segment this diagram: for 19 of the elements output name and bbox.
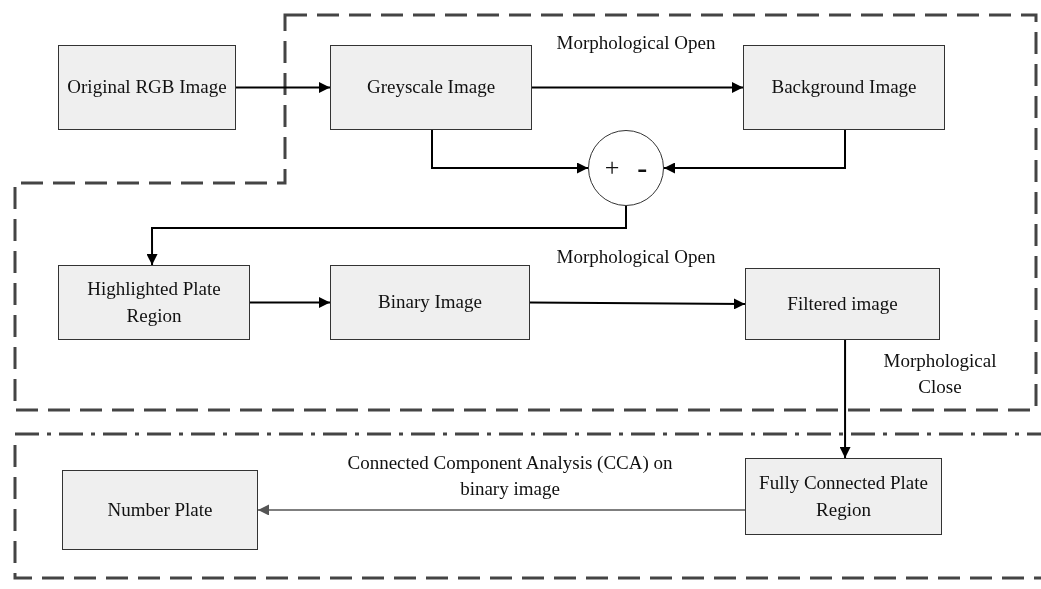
- process-box: Original RGB Image: [58, 45, 236, 130]
- process-box: Binary Image: [330, 265, 530, 340]
- process-box: Background Image: [743, 45, 945, 130]
- arrow: [431, 129, 589, 174]
- process-box: Filtered image: [745, 268, 940, 340]
- plus-sign: +: [604, 151, 620, 184]
- minus-sign: -: [637, 150, 648, 186]
- arrow: [663, 129, 846, 174]
- arrow: [235, 82, 331, 93]
- arrow: [531, 82, 744, 93]
- arrow: [839, 339, 851, 459]
- process-box: Greyscale Image: [330, 45, 532, 130]
- arrow: [529, 298, 746, 310]
- arrow: [257, 504, 746, 516]
- arrow: [146, 205, 627, 266]
- process-box: Number Plate: [62, 470, 258, 550]
- process-box: Fully Connected Plate Region: [745, 458, 942, 535]
- arrow: [249, 297, 331, 308]
- process-box: Highlighted Plate Region: [58, 265, 250, 340]
